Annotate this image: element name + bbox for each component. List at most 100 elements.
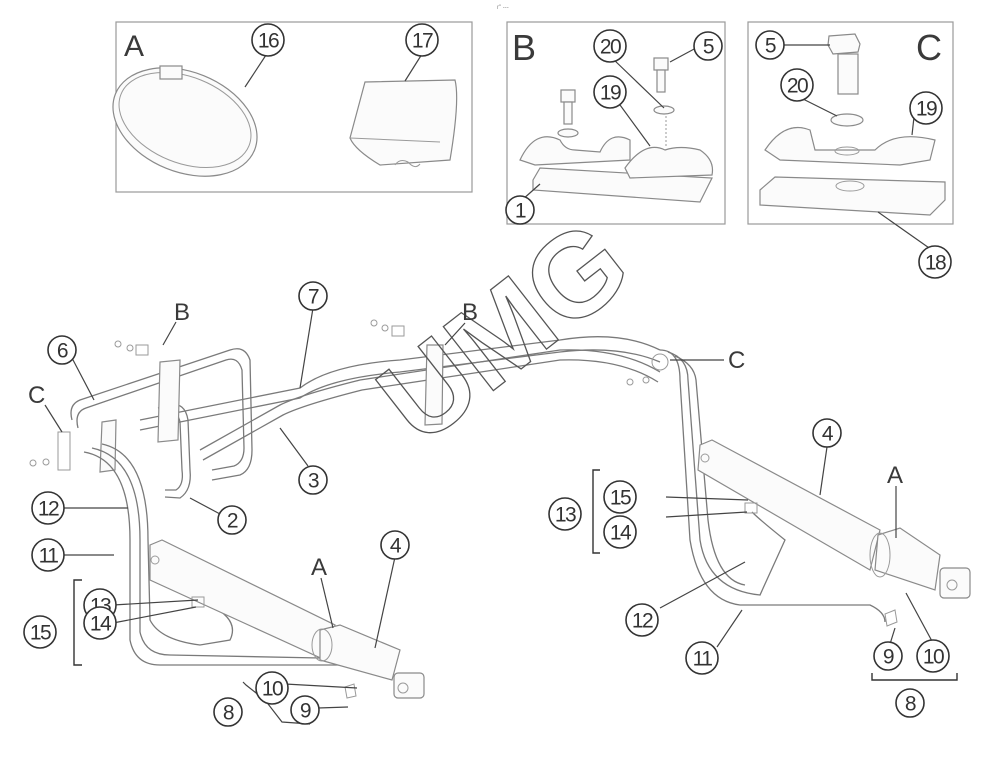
callout-circle xyxy=(593,75,627,109)
callout-circle xyxy=(23,615,57,649)
callout-number: 8 xyxy=(223,702,234,725)
group-bracket-13-left xyxy=(73,579,82,666)
bolt-hardware xyxy=(29,319,405,471)
callout-20: 20 xyxy=(780,68,814,102)
callout-circle xyxy=(251,23,285,57)
callout-circle xyxy=(255,671,289,705)
callout-circle xyxy=(505,195,535,225)
callout-19: 19 xyxy=(909,91,943,125)
callout-number: 6 xyxy=(57,340,68,363)
callout-number: 2 xyxy=(227,510,238,533)
main-assembly xyxy=(29,319,971,699)
callout-circle xyxy=(298,465,328,495)
callout-circle xyxy=(217,505,247,535)
callout-number: 10 xyxy=(923,646,944,669)
panel-a-label: A xyxy=(124,30,144,63)
callout-circle xyxy=(290,695,320,725)
callout-circle xyxy=(895,688,925,718)
callout-circle xyxy=(780,68,814,102)
ref-letter-a-left: A xyxy=(311,554,327,581)
ref-letter-a-right: A xyxy=(887,462,903,489)
callout-8: 8 xyxy=(895,688,925,718)
callout-2: 2 xyxy=(217,505,247,535)
header-mark: r" --- xyxy=(497,5,509,11)
callout-number: 14 xyxy=(90,613,112,636)
callout-circle xyxy=(298,281,328,311)
callout-9: 9 xyxy=(290,695,320,725)
callout-number: 14 xyxy=(610,522,632,545)
callout-circle xyxy=(213,697,243,727)
callout-number: 19 xyxy=(916,98,937,121)
callout-circle xyxy=(47,335,77,365)
callout-12: 12 xyxy=(31,491,65,525)
callout-number: 7 xyxy=(308,286,319,309)
right-hydraulic-cylinder xyxy=(697,439,971,599)
callout-13: 13 xyxy=(548,497,582,531)
callout-circle xyxy=(685,641,719,675)
callout-circle xyxy=(873,641,903,671)
callout-circle xyxy=(918,245,952,279)
group-bracket-13-right xyxy=(592,469,600,554)
callout-16: 16 xyxy=(251,23,285,57)
callout-10: 10 xyxy=(916,639,950,673)
callout-4: 4 xyxy=(380,530,410,560)
callout-number: 11 xyxy=(39,545,59,568)
callout-circle xyxy=(405,23,439,57)
left-hydraulic-cylinder xyxy=(149,539,425,699)
callout-circle xyxy=(693,31,723,61)
callout-1: 1 xyxy=(505,195,535,225)
detail-panel-b: B xyxy=(506,21,726,225)
callout-5: 5 xyxy=(693,31,723,61)
callout-12: 12 xyxy=(625,603,659,637)
callout-11: 11 xyxy=(685,641,719,675)
callout-15: 15 xyxy=(603,480,637,514)
callout-number: 10 xyxy=(262,678,283,701)
callout-14: 14 xyxy=(83,606,117,640)
callout-circle xyxy=(31,538,65,572)
callout-number: 5 xyxy=(703,36,714,59)
callout-15: 15 xyxy=(23,615,57,649)
callout-number: 13 xyxy=(555,504,576,527)
callout-number: 15 xyxy=(30,622,51,645)
callout-number: 11 xyxy=(693,648,713,671)
callout-20: 20 xyxy=(593,29,627,63)
callout-number: 20 xyxy=(787,75,808,98)
callout-4: 4 xyxy=(812,418,842,448)
callout-circle xyxy=(603,515,637,549)
callout-circle xyxy=(916,639,950,673)
callout-number: 15 xyxy=(610,487,631,510)
callout-number: 19 xyxy=(600,82,621,105)
callout-circle xyxy=(593,29,627,63)
callout-circle xyxy=(812,418,842,448)
panel-b-label: B xyxy=(512,27,536,68)
callout-number: 8 xyxy=(905,693,916,716)
callout-circle xyxy=(83,606,117,640)
callout-circle xyxy=(755,30,785,60)
callout-18: 18 xyxy=(918,245,952,279)
callout-7: 7 xyxy=(298,281,328,311)
callout-number: 4 xyxy=(822,423,834,446)
callout-number: 12 xyxy=(38,498,59,521)
callout-number: 1 xyxy=(515,200,526,223)
callout-number: 3 xyxy=(308,470,319,493)
ref-letter-b-left: B xyxy=(174,299,190,326)
callout-19: 19 xyxy=(593,75,627,109)
callout-number: 5 xyxy=(765,35,776,58)
callout-circle xyxy=(380,530,410,560)
callout-number: 9 xyxy=(883,646,894,669)
callout-17: 17 xyxy=(405,23,439,57)
callout-circle xyxy=(625,603,659,637)
callout-9: 9 xyxy=(873,641,903,671)
callout-11: 11 xyxy=(31,538,65,572)
callout-circle xyxy=(548,497,582,531)
ref-letter-c-right: C xyxy=(728,347,745,374)
ref-letter-c-left: C xyxy=(28,382,45,409)
callout-5: 5 xyxy=(755,30,785,60)
callout-number: 4 xyxy=(390,535,402,558)
callout-number: 9 xyxy=(300,700,311,723)
callout-number: 17 xyxy=(412,30,433,53)
callout-circle xyxy=(31,491,65,525)
callout-10: 10 xyxy=(255,671,289,705)
ref-letter-b-center: B xyxy=(462,299,478,326)
